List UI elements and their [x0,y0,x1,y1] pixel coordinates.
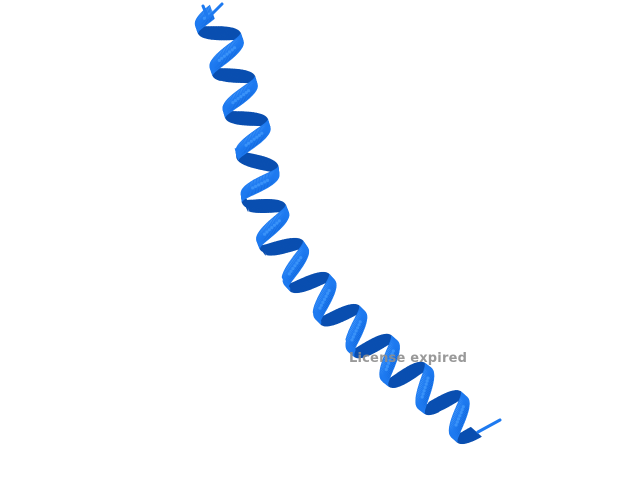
helix-highlight [321,300,325,304]
helix-highlight [228,50,232,54]
helix-highlight [247,89,251,93]
helix-highlight [263,232,267,236]
helix-highlight [265,230,269,234]
helix-highlight [388,358,392,362]
helix-highlight [422,389,426,393]
helix-highlight [295,261,299,265]
helix-highlight [454,423,458,427]
helix-highlight [217,58,221,63]
helix-highlight [254,184,258,188]
helix-highlight [387,361,391,365]
helix-highlight [263,180,267,184]
helix-highlight [222,54,226,58]
helix-highlight [327,289,331,293]
helix-highlight [289,269,293,273]
helix-highlight [423,385,427,390]
helix-highlight [326,291,330,295]
helix-highlight [425,379,429,383]
helix-ribbon-front-segment [209,67,214,76]
helix-highlight [260,131,264,135]
helix-highlight [230,48,234,52]
helix-highlight [257,133,261,137]
helix-highlight [358,320,362,324]
helix-highlight [384,367,388,372]
helix-highlight [324,294,328,298]
helix-highlight [267,228,271,232]
helix-highlight [354,329,358,333]
helix-highlight [275,221,279,225]
helix-highlight [202,16,206,20]
helix-highlight [231,101,235,105]
helix-ribbon-front-segment [347,350,355,357]
helix-ribbon-front-segment [235,148,238,158]
helix-ribbon-front-segment [283,283,291,291]
helix-highlight [272,223,276,227]
helix-highlight [420,395,424,399]
helix-highlight [353,332,357,336]
helix-highlight [257,183,261,187]
helix-highlight [247,141,251,145]
helix-highlight [233,99,237,103]
helix-ribbon-front-segment [450,435,458,443]
helix-ribbon-back-segment [468,426,482,438]
helix-highlight [255,135,259,139]
helix-highlight [270,226,274,230]
helix-ribbon-front-segment [222,108,226,118]
helix-ribbon-front-segment [240,193,243,202]
helix-highlight [220,56,224,60]
helix-highlight [460,408,464,412]
license-watermark: License expired [349,351,468,366]
c-terminus-tail [476,418,502,434]
helix-front-strands [194,4,470,443]
helix-highlight [318,306,322,310]
helix-highlight [459,411,463,415]
helix-highlight [236,97,240,101]
helix-highlight [299,256,303,260]
n-terminus-tail [201,2,224,20]
helix-highlight [244,91,248,95]
helix-highlight [244,143,248,147]
helix-termini [201,2,502,434]
helix-highlight [350,338,354,342]
helix-highlight [458,414,462,418]
helix-highlight [249,139,253,143]
helix-highlight [251,186,255,190]
helix-highlight [456,417,461,421]
helix-highlight [277,219,281,223]
helix-highlight [239,95,243,99]
helix-highlight [421,392,425,396]
helix-highlight [357,323,361,327]
helix-highlight [242,93,246,97]
helix-highlight [322,297,327,301]
helix-ribbon-front-segment [195,24,199,34]
helix-highlight [233,46,237,50]
helix-highlight [385,364,389,369]
helix-highlight [461,405,465,409]
helix-ribbon-front-segment [417,407,425,414]
helix-highlight [293,264,297,268]
helix-highlight [297,258,301,262]
helix-ribbon-front-segment [256,240,261,249]
helix-highlight [260,181,264,185]
helix-highlight [455,420,459,424]
helix-highlight [356,326,360,330]
helix-highlight [225,52,229,56]
helix-highlight [252,137,256,141]
helix-highlight [287,272,291,276]
helix-highlight [424,382,428,386]
helix-ribbon-front-segment [381,379,390,387]
helix-highlight [291,267,295,271]
helix-highlight [426,376,430,380]
helix-highlight [390,352,394,356]
helix-back-strands [195,24,482,445]
helix-highlight [391,349,395,353]
helix-highlight [389,355,393,359]
helix-highlight [266,178,270,182]
helix-highlight [351,335,355,339]
helix-ribbon-front-segment [314,317,322,325]
helix-highlight [319,303,323,307]
